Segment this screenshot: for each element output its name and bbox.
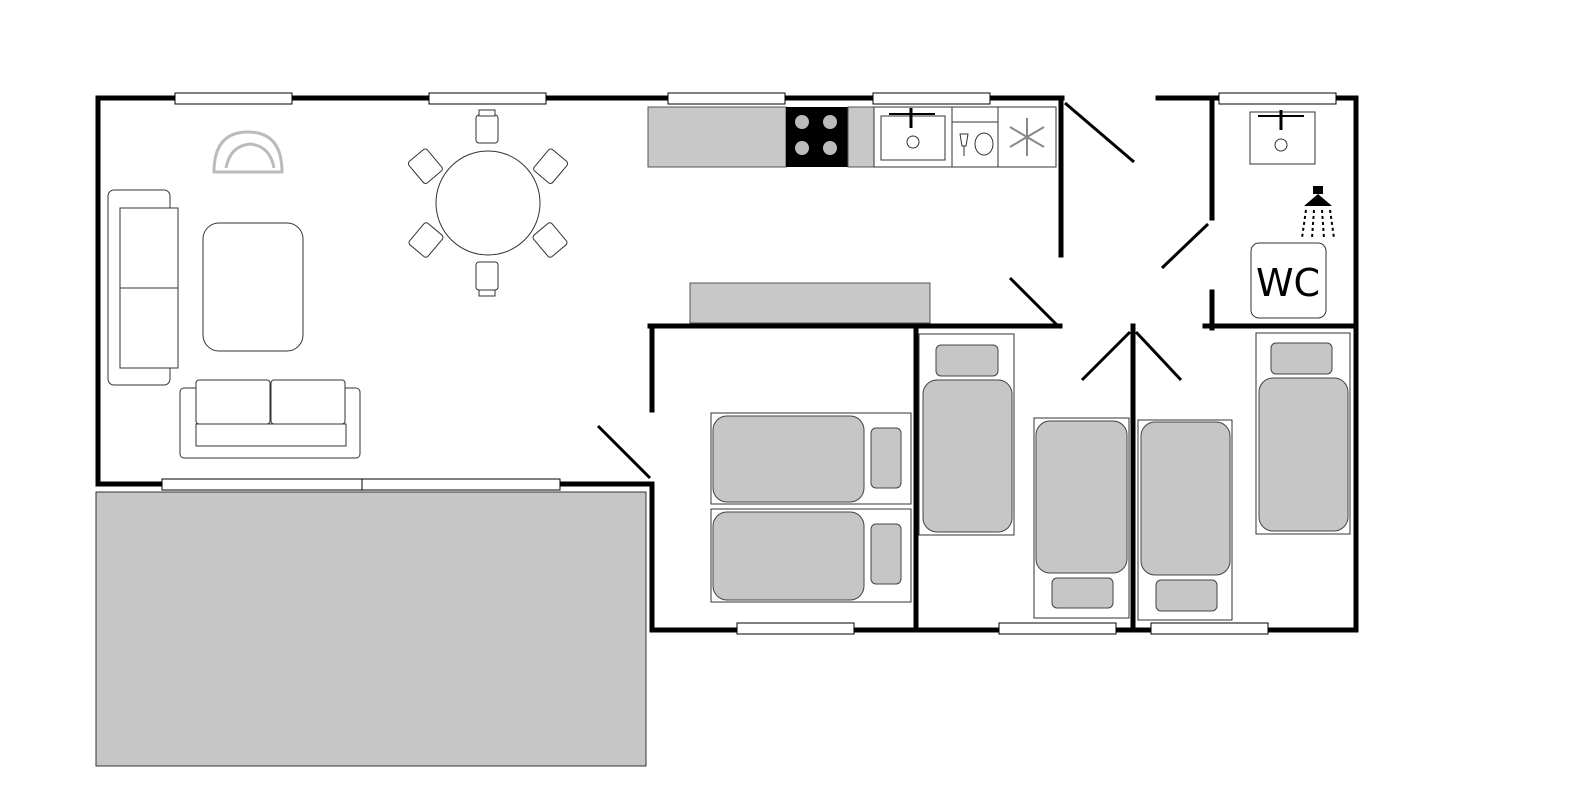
coffee-table	[202, 222, 304, 352]
chair-icon	[475, 109, 499, 144]
chair-icon	[407, 148, 443, 184]
stove-icon	[786, 107, 848, 167]
chair-icon	[533, 148, 569, 184]
chair-icon	[532, 222, 568, 258]
wc-label: WC	[1256, 261, 1320, 305]
sofa-icon	[179, 379, 361, 459]
bed-icon	[710, 412, 912, 505]
chair-icon	[408, 222, 444, 258]
bed-icon	[918, 333, 1015, 536]
fridge-icon	[997, 106, 1057, 168]
doors	[596, 101, 1210, 480]
toilet-label: WC	[1250, 242, 1327, 319]
kitchen-counter	[647, 106, 787, 168]
chair-icon	[475, 261, 499, 297]
sink-icon	[873, 106, 953, 168]
dining-table-icon	[407, 109, 569, 297]
bed-icon	[1137, 419, 1233, 621]
shower-icon	[1301, 186, 1335, 239]
sink-icon	[1249, 110, 1316, 165]
dishwasher-icon	[951, 106, 999, 168]
armchair-icon	[212, 130, 284, 174]
bed-icon	[1255, 332, 1351, 535]
kitchen-island	[689, 282, 931, 324]
sofa-icon	[107, 189, 179, 386]
bed-icon	[1033, 417, 1130, 619]
windows	[161, 92, 1337, 635]
terrace	[95, 491, 647, 767]
bed-icon	[710, 508, 912, 603]
